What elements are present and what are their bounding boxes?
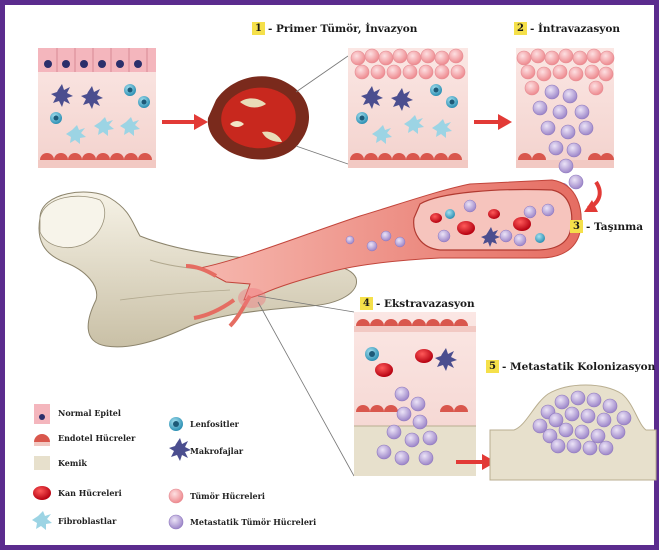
step-4-label: - Ekstravazasyon — [376, 298, 475, 310]
legend-endothelial-label: Endotel Hücreler — [58, 433, 135, 443]
step-5-title: 5 - Metastatik Kolonizasyon — [486, 360, 655, 373]
step-2-badge: 2 — [514, 22, 527, 35]
step-5-label: - Metastatik Kolonizasyon — [502, 361, 655, 373]
legend-lymphocyte-swatch — [169, 417, 183, 431]
legend-normal-epithelium-swatch — [34, 404, 50, 424]
normal-epithelium-row — [38, 48, 156, 72]
primary-tumor-mass — [208, 76, 309, 159]
zoom-line-upper — [296, 56, 348, 92]
step-4-badge: 4 — [360, 297, 373, 310]
arrow-2 — [474, 114, 512, 130]
step-5-badge: 5 — [486, 360, 499, 373]
invasion-panel — [348, 48, 468, 168]
step-3-title: 3 - Taşınma — [570, 220, 643, 233]
legend-fibroblasts-label: Fibroblastlar — [58, 516, 116, 526]
step-3-label: - Taşınma — [586, 221, 643, 233]
arrow-1 — [162, 114, 208, 130]
metastasis-site — [238, 288, 266, 308]
legend-tumor-cells-label: Tümör Hücreleri — [190, 491, 265, 501]
legend-macrophage-swatch — [169, 438, 191, 461]
legend-macrophages-label: Makrofajlar — [190, 446, 243, 456]
colonization-panel — [490, 385, 656, 480]
zoom-line-lower — [296, 146, 348, 164]
step-4-title: 4 - Ekstravazasyon — [360, 297, 475, 310]
normal-tissue-panel — [38, 48, 156, 168]
legend-bone-label: Kemik — [58, 458, 87, 468]
legend-blood-cells-label: Kan Hücreleri — [58, 488, 122, 498]
intravasation-panel — [516, 48, 614, 197]
step-2-title: 2 - İntravazasyon — [514, 22, 620, 35]
zoom-line-4-lower — [258, 302, 354, 476]
legend-metastatic-cells-label: Metastatik Tümör Hücreleri — [190, 517, 316, 527]
step-1-label: - Primer Tümör, İnvazyon — [268, 23, 417, 35]
legend-lymphocytes-label: Lenfositler — [190, 419, 239, 429]
legend-tumor-cell-swatch — [169, 489, 183, 503]
step-2-label: - İntravazasyon — [530, 23, 620, 35]
legend-endothelial-swatch — [34, 434, 50, 446]
step-3-badge: 3 — [570, 220, 583, 233]
extravasation-panel — [354, 312, 476, 476]
legend-fibroblast-swatch — [32, 511, 52, 530]
legend-blood-cell-swatch — [33, 486, 51, 500]
legend-normal-epithelium-label: Normal Epitel — [58, 408, 121, 418]
legend-bone-swatch — [34, 456, 50, 470]
step-1-title: 1 - Primer Tümör, İnvazyon — [252, 22, 417, 35]
legend-metastatic-cell-swatch — [169, 515, 183, 529]
legend — [32, 404, 191, 530]
step-1-badge: 1 — [252, 22, 265, 35]
